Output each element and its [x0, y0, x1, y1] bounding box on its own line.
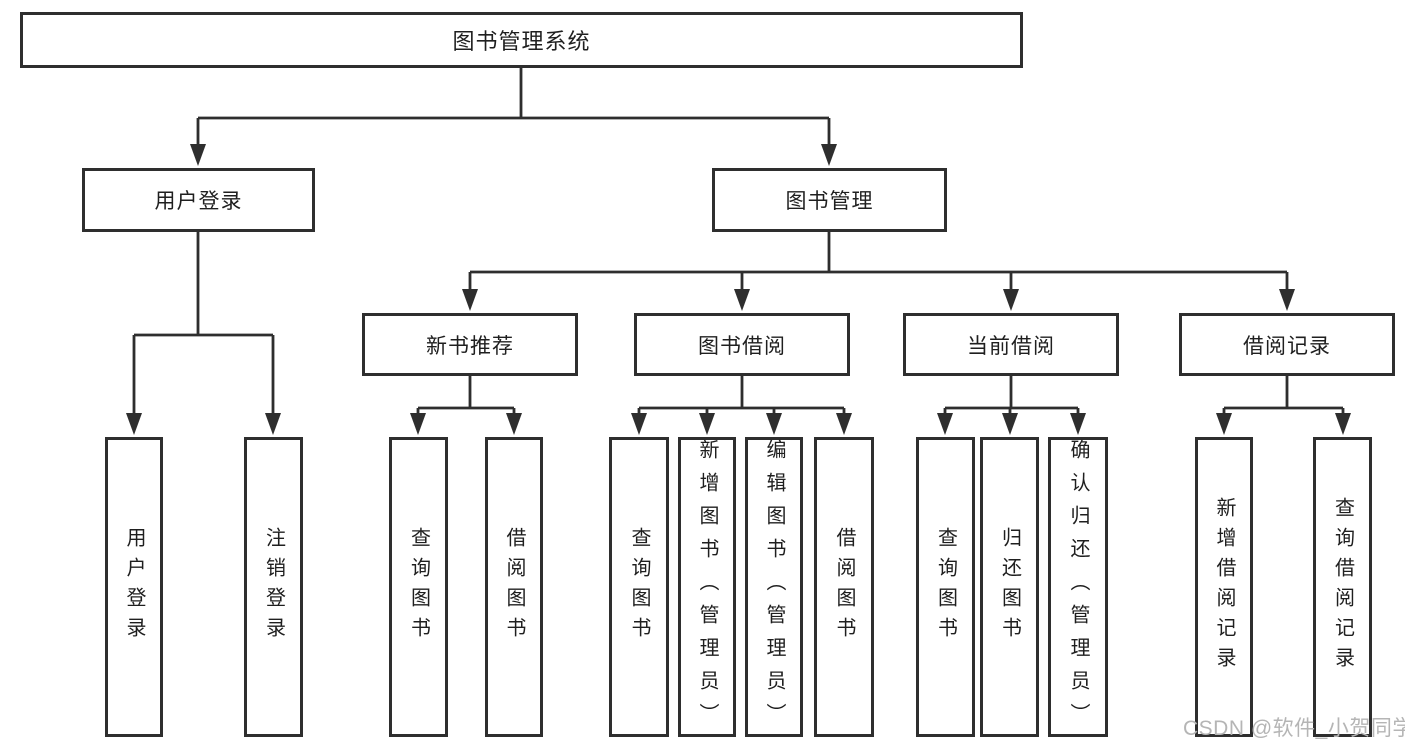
node-new-book-recommend: 新书推荐 — [362, 313, 578, 376]
leaf-query-books: 查询图书 — [609, 437, 669, 737]
node-book-management: 图书管理 — [712, 168, 947, 232]
node-borrow-records: 借阅记录 — [1179, 313, 1395, 376]
node-user-login: 用户登录 — [82, 168, 315, 232]
leaf-label: 新增借阅记录 — [1213, 497, 1235, 677]
node-book-borrow: 图书借阅 — [634, 313, 850, 376]
leaf-label: 查询借阅记录 — [1331, 497, 1354, 677]
arrowheads — [126, 144, 1351, 435]
leaf-label: 编辑图书（管理员） — [763, 438, 785, 736]
leaf-label: 查询图书 — [934, 527, 957, 647]
leaf-borrow-books: 借阅图书 — [485, 437, 543, 737]
leaf-return-books: 归还图书 — [980, 437, 1039, 737]
connector-lines — [132, 68, 1345, 420]
leaf-label: 借阅图书 — [833, 527, 855, 647]
leaf-user-login: 用户登录 — [105, 437, 163, 737]
node-current-borrow: 当前借阅 — [903, 313, 1119, 376]
leaf-label: 新增图书（管理员） — [696, 438, 718, 736]
leaf-edit-book-admin: 编辑图书（管理员） — [745, 437, 803, 737]
watermark: CSDN @软件_小贺同学 — [1183, 717, 1405, 740]
leaf-add-book-admin: 新增图书（管理员） — [678, 437, 736, 737]
leaf-label: 用户登录 — [123, 527, 145, 647]
leaf-query-borrow-records: 查询借阅记录 — [1313, 437, 1372, 737]
leaf-borrow-books: 借阅图书 — [814, 437, 874, 737]
leaf-confirm-return-admin: 确认归还（管理员） — [1048, 437, 1108, 737]
node-library-management-system: 图书管理系统 — [20, 12, 1023, 68]
leaf-label: 查询图书 — [628, 527, 650, 647]
leaf-label: 归还图书 — [998, 527, 1021, 647]
leaf-label: 注销登录 — [262, 527, 285, 647]
leaf-label: 借阅图书 — [503, 527, 525, 647]
leaf-query-books: 查询图书 — [389, 437, 448, 737]
leaf-query-books: 查询图书 — [916, 437, 975, 737]
leaf-label: 确认归还（管理员） — [1067, 438, 1089, 736]
leaf-add-borrow-record: 新增借阅记录 — [1195, 437, 1253, 737]
leaf-label: 查询图书 — [407, 527, 430, 647]
leaf-logout: 注销登录 — [244, 437, 303, 737]
